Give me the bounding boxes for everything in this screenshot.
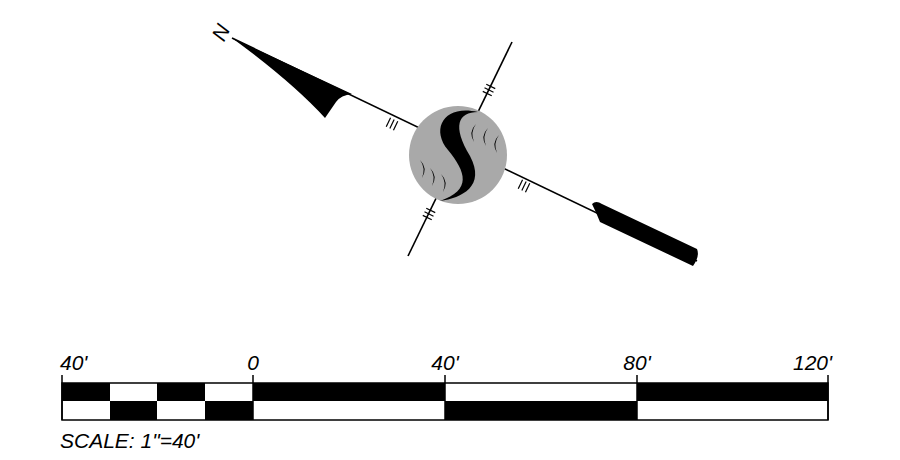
scale-segment: [110, 401, 157, 420]
scale-segment: [62, 383, 110, 401]
scale-value: 0: [247, 352, 259, 373]
logo-crescents: [420, 124, 499, 192]
scale-bar: [62, 375, 828, 420]
tick-mark: [426, 208, 435, 212]
scale-segment: [253, 383, 445, 401]
scale-segment: [157, 383, 205, 401]
scale-segment: [110, 383, 157, 401]
north-letter: N: [208, 21, 234, 44]
south-flag: [592, 202, 698, 266]
tick-mark: [525, 183, 529, 192]
scale-segment: [637, 383, 828, 401]
cross-shaft: [408, 42, 512, 256]
north-arrow: [232, 38, 698, 266]
scale-tick: [61, 375, 63, 420]
scale-value: 120': [793, 352, 832, 373]
scale-tick: [444, 375, 446, 420]
tick-mark: [386, 118, 390, 127]
scale-tick: [636, 375, 638, 420]
tick-marks: [386, 84, 530, 220]
scale-tick: [252, 375, 254, 420]
scale-segment: [445, 383, 637, 401]
tick-mark: [423, 215, 432, 219]
scale-value: 40': [431, 352, 458, 373]
tick-mark: [393, 121, 397, 130]
tick-mark: [518, 180, 522, 189]
tick-mark: [483, 91, 492, 95]
scale-segment: [445, 401, 637, 420]
scale-segment: [62, 401, 110, 420]
scale-segment: [205, 401, 253, 420]
scale-segment: [253, 401, 445, 420]
tick-mark: [390, 119, 394, 128]
scale-note: SCALE: 1"=40': [60, 430, 199, 451]
north-flag: [232, 38, 352, 118]
scale-segment: [637, 401, 828, 420]
scale-segment: [157, 401, 205, 420]
tick-mark: [522, 181, 526, 190]
logo-s: [440, 110, 478, 201]
scale-value: 80': [623, 352, 650, 373]
tick-mark: [425, 212, 434, 216]
tick-mark: [485, 88, 494, 92]
scale-segment: [205, 383, 253, 401]
scale-value: 40': [60, 352, 87, 373]
scale-tick: [827, 375, 829, 420]
tick-mark: [486, 84, 495, 88]
logo-disc: [409, 106, 507, 204]
